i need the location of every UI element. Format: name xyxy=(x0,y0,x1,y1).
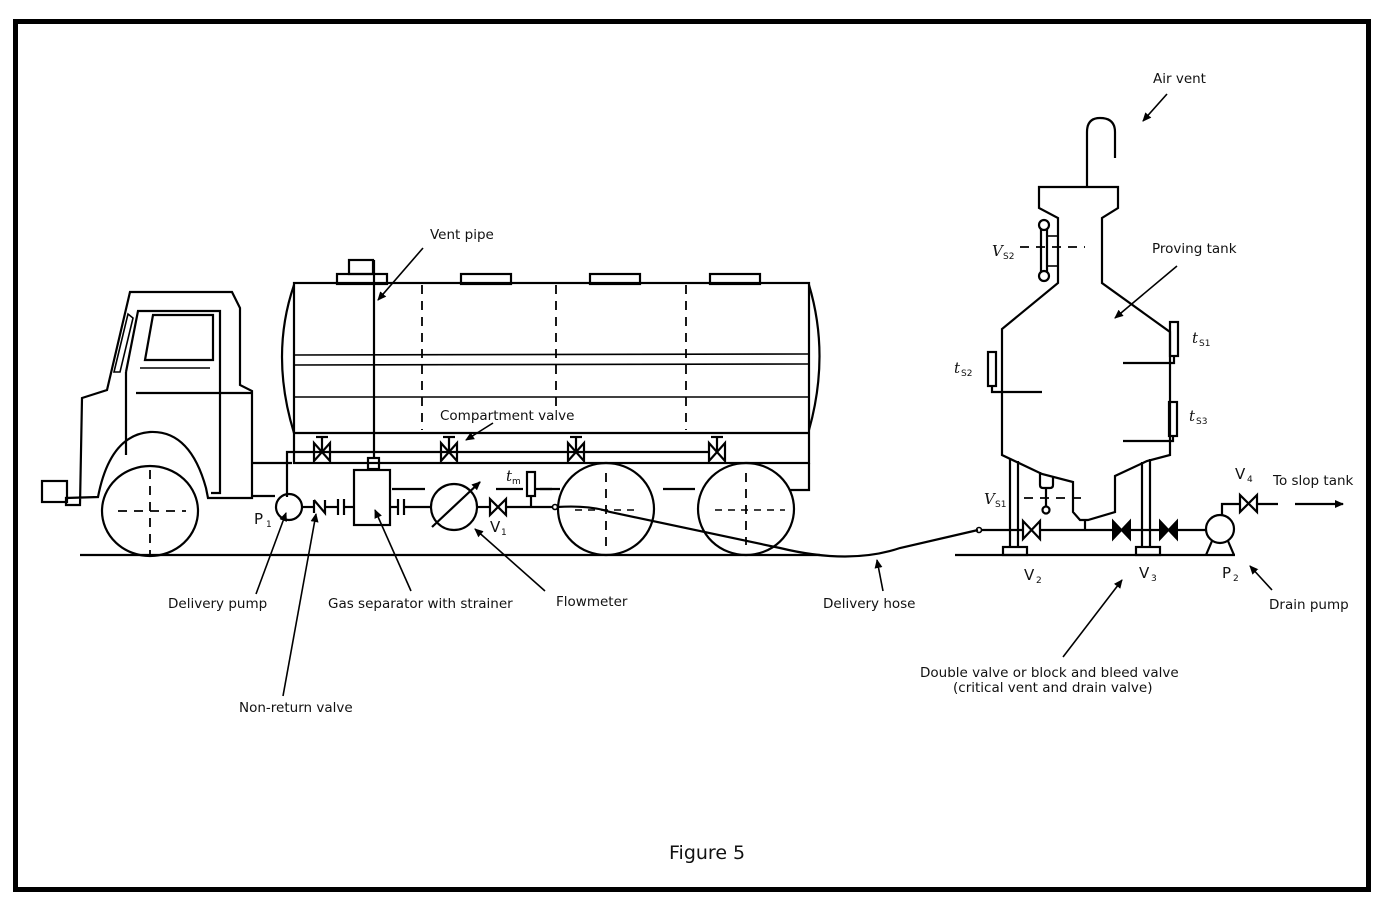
front-wheel xyxy=(100,464,200,558)
label-delivery-pump: Delivery pump xyxy=(168,596,267,612)
delivery-pump-arrow xyxy=(255,512,287,595)
compartment-valve-3 xyxy=(566,435,586,464)
gas-separator-arrow xyxy=(374,509,412,592)
air-vent-pipe xyxy=(1085,116,1117,187)
delivery-pump-p1 xyxy=(274,492,304,522)
svg-text:V: V xyxy=(1139,564,1150,582)
proving-tank-arrow xyxy=(1114,265,1178,319)
valve-v4 xyxy=(1238,492,1259,515)
svg-text:4: 4 xyxy=(1247,475,1253,485)
truck-cab xyxy=(40,290,254,507)
label-drain-pump: Drain pump xyxy=(1269,597,1349,613)
svg-text:t: t xyxy=(1189,407,1196,425)
svg-text:2: 2 xyxy=(1036,576,1042,586)
thermometer-ts2 xyxy=(986,350,998,388)
drain-pump-arrow xyxy=(1249,565,1273,591)
label-delivery-hose: Delivery hose xyxy=(823,596,915,612)
svg-text:V: V xyxy=(490,518,501,536)
valve-double-1 xyxy=(1112,518,1131,542)
svg-text:1: 1 xyxy=(501,528,507,538)
label-double-valve-line2: (critical vent and drain valve) xyxy=(953,680,1152,696)
figure-caption: Figure 5 xyxy=(669,842,745,864)
label-double-valve-line1: Double valve or block and bleed valve xyxy=(920,665,1179,681)
delivery-hose-arrow xyxy=(874,559,884,592)
svg-text:V: V xyxy=(992,242,1005,260)
svg-text:m: m xyxy=(512,477,521,487)
label-non-return-valve: Non-return valve xyxy=(239,700,353,716)
svg-text:S2: S2 xyxy=(961,369,972,379)
label-to-slop-tank: To slop tank xyxy=(1272,473,1354,489)
thermometer-tm xyxy=(525,470,537,498)
proving-tank xyxy=(982,116,1278,557)
thermometer-ts1 xyxy=(1168,320,1180,358)
label-flowmeter: Flowmeter xyxy=(556,594,628,610)
bumper xyxy=(40,479,69,504)
svg-text:S2: S2 xyxy=(1003,252,1014,262)
svg-text:P: P xyxy=(1222,564,1231,582)
compartment-valve-4 xyxy=(707,435,727,464)
flowmeter-arrow xyxy=(474,528,546,592)
drain-pump-p2 xyxy=(1204,513,1236,545)
gas-separator xyxy=(352,468,392,527)
svg-text:t: t xyxy=(1192,329,1199,347)
cab-window xyxy=(143,313,215,362)
valve-double-2 xyxy=(1159,518,1178,542)
svg-text:t: t xyxy=(954,359,961,377)
label-vent-pipe: Vent pipe xyxy=(430,227,494,243)
compartment-valve-arrow xyxy=(465,422,494,441)
svg-text:P: P xyxy=(254,510,263,528)
figure-border xyxy=(13,19,1371,892)
rear-wheel-1 xyxy=(556,461,656,557)
non-return-valve-arrow xyxy=(282,513,319,697)
tanker-body xyxy=(280,258,821,492)
valve-v2 xyxy=(1021,518,1042,542)
compartment-valve-1 xyxy=(312,435,332,464)
label-gas-separator: Gas separator with strainer xyxy=(328,596,513,612)
air-vent-arrow xyxy=(1142,93,1168,122)
svg-text:3: 3 xyxy=(1151,574,1157,584)
svg-text:V: V xyxy=(1024,566,1035,584)
compartment-valve-2 xyxy=(439,435,459,464)
svg-text:V: V xyxy=(984,490,997,508)
label-air-vent: Air vent xyxy=(1153,71,1206,87)
label-compartment-valve: Compartment valve xyxy=(440,408,574,424)
non-return-valve xyxy=(312,499,327,517)
svg-text:2: 2 xyxy=(1233,574,1239,584)
svg-text:t: t xyxy=(506,467,513,485)
double-valve-arrow xyxy=(1062,579,1123,658)
svg-text:S3: S3 xyxy=(1196,417,1207,427)
svg-text:1: 1 xyxy=(266,520,272,530)
compartment-manifold xyxy=(285,435,727,497)
valve-v1 xyxy=(488,496,508,518)
label-proving-tank: Proving tank xyxy=(1152,241,1237,257)
svg-text:V: V xyxy=(1235,465,1246,483)
rear-wheel-2 xyxy=(696,461,796,557)
vent-pipe-arrow xyxy=(377,247,424,301)
delivery-hose xyxy=(556,505,979,558)
svg-text:S1: S1 xyxy=(995,500,1006,510)
svg-text:S1: S1 xyxy=(1199,339,1210,349)
